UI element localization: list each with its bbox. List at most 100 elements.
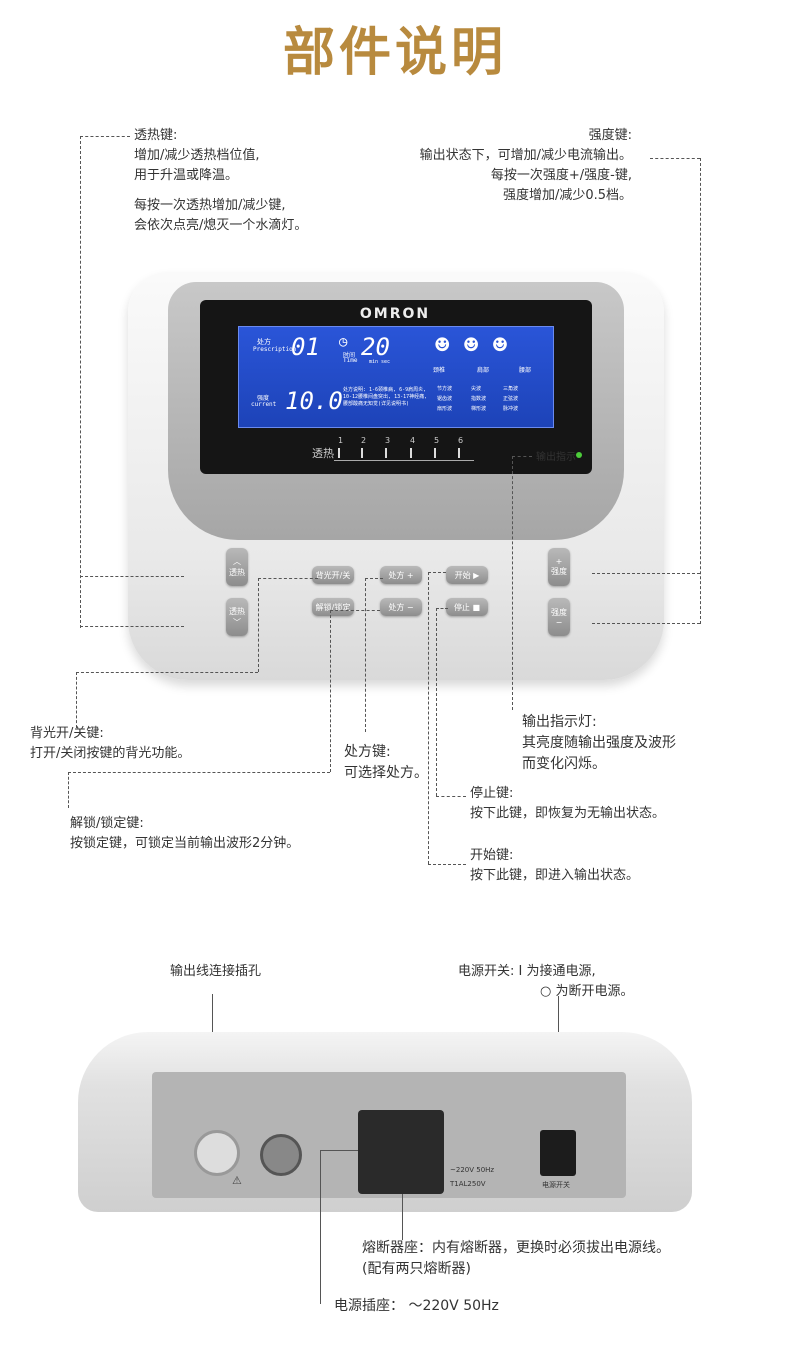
intensity-key-annotation: 强度键: 输出状态下，可增加/减少电流输出。 每按一次强度+/强度-键, 强度增… (419, 128, 632, 203)
lcd-prescription-en: Prescription (253, 346, 297, 353)
socket-rating: ~220V 50Hz (450, 1166, 495, 1174)
water-drop-icon (338, 448, 340, 458)
power-switch-annotation: 电源开关: Ⅰ 为接通电源, ○ 为断开电源。 (458, 964, 634, 999)
water-drop-icon (385, 448, 387, 458)
wave-label: 正弦波 (503, 396, 519, 402)
lcd-prescription-value: 01 (291, 333, 320, 361)
lock-key-annotation: 解锁/锁定键: 按锁定键，可锁定当前输出波形2分钟。 (70, 816, 300, 851)
wave-label: 扇形波 (437, 406, 453, 412)
heat-level-number: 2 (361, 436, 367, 445)
wave-label: 尖波 (471, 386, 482, 392)
leader-line (365, 578, 366, 732)
wave-label: 指数波 (471, 396, 487, 402)
power-socket[interactable] (358, 1110, 444, 1194)
lcd-note: 处方说明: 1-6颈椎病, 6-9肩周炎, 10-12腰椎间盘突出, 13-17… (343, 387, 428, 407)
wave-label: 节方波 (437, 386, 453, 392)
leader-line (76, 672, 77, 728)
heat-scale-line (334, 460, 474, 461)
indicator-light-annotation: 输出指示灯: 其亮度随输出强度及波形 而变化闪烁。 (522, 714, 676, 772)
chevron-down-icon: ﹀ (233, 618, 241, 627)
leader-line (80, 576, 184, 577)
leader-line (700, 158, 701, 624)
fan-vent-icon (260, 1134, 302, 1176)
lcd-time-value: 20 (361, 333, 390, 361)
leader-line (258, 578, 259, 672)
power-socket-annotation: 电源插座： ～220V 50Hz (334, 1298, 499, 1314)
fuse-rating: T1AL250V (450, 1180, 486, 1188)
leader-line (320, 1150, 358, 1151)
lcd-time-units: min sec (369, 359, 391, 365)
leader-line (436, 796, 466, 797)
leader-line (80, 136, 81, 628)
water-drop-icon (361, 448, 363, 458)
lcd-intensity-en: current (251, 401, 277, 408)
water-drop-icon (434, 448, 436, 458)
lcd-display: 处方 Prescription 01 ◷ 时间 Time 20 min sec … (238, 326, 554, 428)
body-label-waist: 腰部 (519, 367, 532, 374)
lcd-time-label: 时间 (343, 352, 356, 359)
power-switch-label: 电源开关 (542, 1181, 570, 1189)
leader-line (592, 573, 700, 574)
page-title: 部件说明 (282, 23, 507, 83)
leader-line (365, 578, 383, 579)
start-button[interactable]: 开始 ▶ (446, 566, 488, 584)
leader-line (512, 456, 532, 457)
brand-logo: OMRON (359, 306, 431, 322)
stop-button[interactable]: 停止 ■ (446, 598, 488, 616)
leader-line (592, 623, 700, 624)
minus-icon: − (555, 618, 563, 627)
heat-level-number: 4 (410, 436, 416, 445)
prescription-minus-button[interactable]: 处方 − (380, 598, 422, 616)
start-key-annotation: 开始键: 按下此键，即进入输出状态。 (470, 848, 640, 883)
heat-up-button[interactable]: ︿透热 (226, 548, 248, 586)
leader-line (80, 136, 130, 137)
output-port-annotation: 输出线连接插孔 (170, 964, 262, 979)
prescription-plus-button[interactable]: 处方 + (380, 566, 422, 584)
clock-icon: ◷ (339, 334, 348, 350)
lcd-intensity-label: 强度 (257, 395, 270, 402)
heat-level-number: 6 (458, 436, 464, 445)
leader-line (436, 608, 437, 796)
wave-label: 脉冲波 (503, 406, 519, 412)
heat-key-annotation: 透热键: 增加/减少透热档位值, 用于升温或降温。 每按一次透热增加/减少键, … (134, 128, 308, 233)
water-drop-icon (458, 448, 460, 458)
wave-label: 梯形波 (471, 406, 487, 412)
lock-button[interactable]: 解锁/锁定 (312, 598, 354, 616)
wave-label: 锯齿波 (437, 396, 453, 402)
backlight-button[interactable]: 背光开/关 (312, 566, 354, 584)
leader-line (436, 608, 448, 609)
output-port[interactable] (194, 1130, 240, 1176)
intensity-down-button[interactable]: 强度− (548, 598, 570, 636)
stop-key-annotation: 停止键: 按下此键，即恢复为无输出状态。 (470, 786, 666, 821)
leader-line (76, 672, 258, 673)
lcd-time-en: Time (343, 357, 358, 364)
heat-down-button[interactable]: 透热﹀ (226, 598, 248, 636)
heat-scale-label: 透热 (312, 447, 334, 460)
warning-icon: ⚠ (232, 1174, 242, 1187)
plus-icon: + (555, 557, 563, 566)
leader-line (650, 158, 700, 159)
wave-label: 三角波 (503, 386, 519, 392)
leader-line (258, 578, 318, 579)
body-label-shoulder: 肩部 (477, 367, 490, 374)
heat-level-number: 5 (434, 436, 440, 445)
leader-line (512, 456, 513, 710)
water-drop-icon (410, 448, 412, 458)
chevron-up-icon: ︿ (233, 557, 241, 566)
fuse-holder-annotation: 熔断器座：内有熔断器，更换时必须拔出电源线。 (配有两只熔断器) (362, 1240, 670, 1277)
leader-line (402, 1194, 403, 1240)
intensity-up-button[interactable]: +强度 (548, 548, 570, 586)
leader-line (428, 572, 429, 864)
output-indicator-light (576, 452, 582, 458)
lcd-prescription-label: 处方 (257, 338, 271, 346)
leader-line (330, 610, 380, 611)
lcd-intensity-value: 10.0 (285, 387, 343, 415)
power-switch[interactable] (540, 1130, 576, 1176)
prescription-key-annotation: 处方键: 可选择处方。 (344, 744, 428, 781)
leader-line (428, 864, 466, 865)
leader-line (80, 626, 184, 627)
backlight-key-annotation: 背光开/关键: 打开/关闭按键的背光功能。 (30, 726, 191, 761)
output-indicator-label: 输出指示 (536, 452, 576, 463)
heat-level-number: 1 (338, 436, 344, 445)
body-figure-icon: ☻ ☻ ☻ (435, 331, 508, 359)
